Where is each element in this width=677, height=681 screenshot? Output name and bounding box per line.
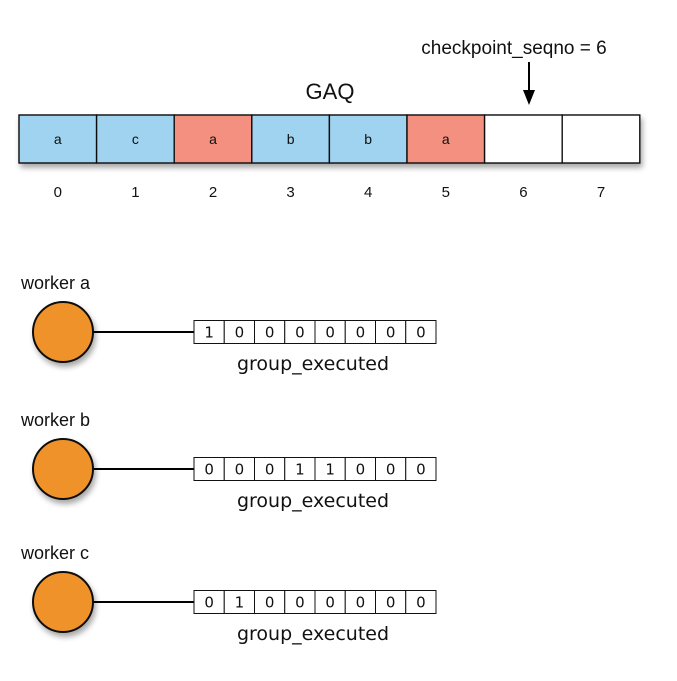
- group-executed-bitmap: 0 0 0 1 1 0 0 0: [193, 457, 437, 481]
- bitmap-bit: 0: [356, 324, 366, 342]
- gaq-index-label: 0: [54, 184, 62, 201]
- gaq-cell-box: [561, 114, 641, 164]
- bitmap-bit: 0: [356, 461, 366, 479]
- worker-a: worker a 1 0 0 0 0 0 0 0 group_executed: [20, 273, 437, 375]
- gaq-cell-worker: a: [209, 131, 217, 147]
- bitmap-bit: 0: [265, 461, 275, 479]
- bitmap-bit: 0: [204, 461, 214, 479]
- bitmap-bit: 0: [416, 594, 426, 612]
- bitmap-bit: 0: [386, 461, 396, 479]
- gaq-cell-box: [483, 114, 563, 164]
- bitmap-bit: 0: [416, 324, 426, 342]
- gaq-index-label: 3: [286, 184, 294, 201]
- bitmap-bit: 1: [204, 324, 214, 342]
- worker-node-icon: [32, 571, 94, 633]
- gaq-index-label: 4: [364, 184, 372, 201]
- worker-node-icon: [32, 301, 94, 363]
- gaq-cell: [483, 114, 563, 164]
- bitmap-cell: [405, 320, 437, 344]
- bitmap-label: group_executed: [237, 353, 389, 375]
- bitmap-bit: 0: [386, 594, 396, 612]
- bitmap-bit: 0: [265, 594, 275, 612]
- worker-label: worker a: [20, 273, 91, 293]
- gaq-cell-box: [406, 114, 486, 164]
- gaq-cell-worker: c: [132, 131, 139, 147]
- gaq-index-label: 1: [131, 184, 139, 201]
- gaq-cell-box: [173, 114, 253, 164]
- worker-c: worker c 0 1 0 0 0 0 0 0 group_executed: [20, 543, 437, 645]
- group-executed-bitmap: 1 0 0 0 0 0 0 0: [193, 320, 437, 344]
- gaq-cell-worker: b: [287, 131, 295, 147]
- bitmap-bit: 0: [325, 324, 335, 342]
- gaq-cell-box: [95, 114, 175, 164]
- gaq-cell: a: [406, 114, 486, 164]
- gaq-index-label: 7: [597, 184, 605, 201]
- gaq-cell: [561, 114, 641, 164]
- group-executed-bitmap: 0 1 0 0 0 0 0 0: [193, 590, 437, 614]
- worker-label: worker b: [20, 410, 90, 430]
- bitmap-bit: 0: [295, 594, 305, 612]
- gaq-cell-worker: b: [364, 131, 372, 147]
- worker-label: worker c: [20, 543, 89, 563]
- checkpoint-arrow-icon: [523, 62, 535, 105]
- gaq-cell: c: [95, 114, 175, 164]
- gaq-index-label: 2: [209, 184, 217, 201]
- bitmap-bit: 0: [386, 324, 396, 342]
- bitmap-bit: 1: [295, 461, 305, 479]
- bitmap-bit: 0: [204, 594, 214, 612]
- bitmap-bit: 0: [235, 461, 245, 479]
- gaq-cell: b: [251, 114, 331, 164]
- gaq-cell-worker: a: [442, 131, 450, 147]
- bitmap-bit: 1: [235, 594, 245, 612]
- bitmap-bit: 0: [416, 461, 426, 479]
- gaq-cell: a: [173, 114, 253, 164]
- bitmap-bit: 0: [295, 324, 305, 342]
- bitmap-bit: 1: [325, 461, 335, 479]
- bitmap-bit: 0: [356, 594, 366, 612]
- gaq-cell: a: [18, 114, 98, 164]
- bitmap-cell: [405, 590, 437, 614]
- checkpoint-label: checkpoint_seqno = 6: [421, 38, 606, 59]
- gaq-indices: 0 1 2 3 4 5 6 7: [54, 184, 606, 201]
- gaq-cell-worker: a: [54, 131, 62, 147]
- gaq-index-label: 6: [519, 184, 527, 201]
- bitmap-label: group_executed: [237, 490, 389, 512]
- worker-node-icon: [32, 438, 94, 500]
- bitmap-cell: [405, 457, 437, 481]
- gaq-cell: b: [328, 114, 408, 164]
- gaq-title: GAQ: [306, 79, 355, 104]
- bitmap-bit: 0: [235, 324, 245, 342]
- gaq-index-label: 5: [442, 184, 450, 201]
- bitmap-bit: 0: [325, 594, 335, 612]
- worker-b: worker b 0 0 0 1 1 0 0 0 group_executed: [20, 410, 437, 512]
- bitmap-label: group_executed: [237, 623, 389, 645]
- bitmap-bit: 0: [265, 324, 275, 342]
